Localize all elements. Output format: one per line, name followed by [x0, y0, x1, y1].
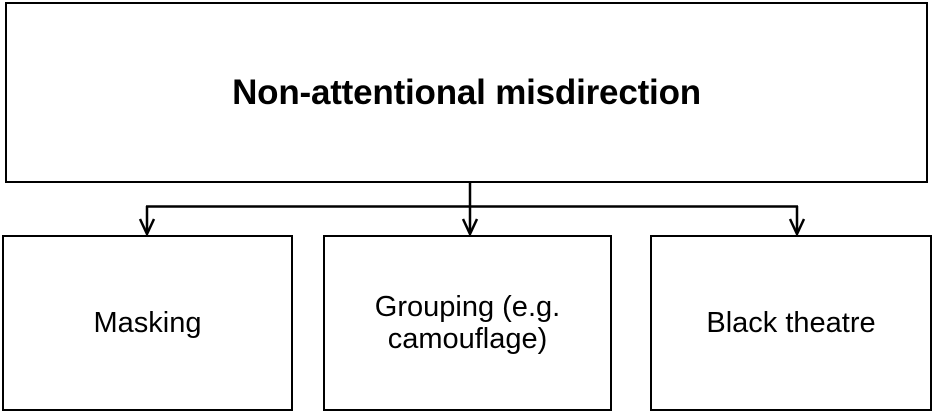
child-node-grouping-camouflage[interactable]: Grouping (e.g. camouflage)	[323, 235, 612, 411]
root-node-non-attentional-misdirection[interactable]: Non-attentional misdirection	[5, 2, 928, 183]
arrow-head-child-1	[461, 218, 479, 237]
child-node-black-theatre[interactable]: Black theatre	[650, 235, 932, 411]
child-node-2-label: Black theatre	[706, 306, 876, 339]
child-node-masking[interactable]: Masking	[2, 235, 293, 411]
child-node-1-label: Grouping (e.g. camouflage)	[374, 290, 561, 355]
root-node-label: Non-attentional misdirection	[232, 72, 701, 112]
child-node-0-label: Masking	[93, 306, 202, 339]
arrow-head-child-0	[138, 218, 156, 237]
arrow-head-child-2	[788, 218, 806, 237]
